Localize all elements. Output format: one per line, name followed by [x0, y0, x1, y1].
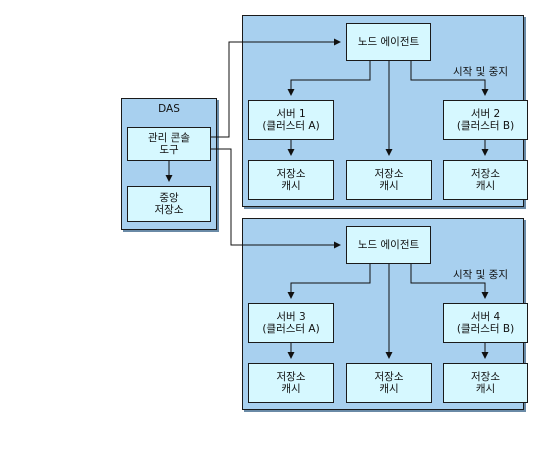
repository-cache-box-1b: 저장소 캐시 — [346, 160, 432, 200]
server-3-cluster: (클러스터 A) — [262, 323, 320, 335]
node-agent-box-2: 노드 에이전트 — [346, 226, 431, 264]
central-repository-line2: 저장소 — [154, 204, 184, 216]
server-3-name: 서버 3 — [276, 311, 306, 323]
server-1-cluster: (클러스터 A) — [262, 120, 320, 132]
arrow-agent2-to-server3 — [287, 264, 371, 299]
central-repository-box: 중앙 저장소 — [127, 186, 211, 222]
arrow-console-to-node-agent-2 — [211, 148, 341, 249]
cache-line1: 저장소 — [471, 168, 500, 180]
repository-cache-box-1a: 저장소 캐시 — [248, 160, 334, 200]
admin-console-line1: 관리 콘솔 — [148, 132, 190, 144]
server-box-4: 서버 4 (클러스터 B) — [443, 303, 528, 343]
server-2-name: 서버 2 — [470, 108, 501, 120]
server-4-cluster: (클러스터 B) — [456, 323, 515, 335]
repository-cache-box-2a: 저장소 캐시 — [248, 363, 334, 403]
server-1-name: 서버 1 — [276, 108, 306, 120]
cache-line2: 캐시 — [475, 180, 496, 192]
cache-line2: 캐시 — [379, 383, 399, 395]
node-agent-label-2: 노드 에이전트 — [357, 239, 420, 251]
arrow-agent1-to-server2 — [410, 61, 489, 96]
server-box-3: 서버 3 (클러스터 A) — [248, 303, 334, 343]
repository-cache-box-2c: 저장소 캐시 — [443, 363, 528, 403]
start-stop-label-2: 시작 및 중지 — [453, 269, 508, 281]
cache-line1: 저장소 — [276, 168, 306, 180]
cache-line1: 저장소 — [374, 371, 404, 383]
arrow-console-to-node-agent-1 — [211, 38, 341, 138]
node-agent-label-1: 노드 에이전트 — [357, 36, 420, 48]
cache-line2: 캐시 — [379, 180, 399, 192]
server-box-1: 서버 1 (클러스터 A) — [248, 100, 334, 140]
admin-console-box: 관리 콘솔 도구 — [127, 127, 211, 161]
repository-cache-box-1c: 저장소 캐시 — [443, 160, 528, 200]
cache-line1: 저장소 — [471, 371, 500, 383]
cache-line2: 캐시 — [475, 383, 496, 395]
repository-cache-box-2b: 저장소 캐시 — [346, 363, 432, 403]
das-title: DAS — [158, 103, 180, 115]
arrow-agent2-to-server4 — [410, 264, 489, 299]
central-repository-line1: 중앙 — [159, 192, 179, 204]
arrow-agent1-to-server1 — [287, 61, 371, 96]
cache-line2: 캐시 — [281, 180, 301, 192]
node-agent-box-1: 노드 에이전트 — [346, 23, 431, 61]
server-4-name: 서버 4 — [470, 311, 501, 323]
admin-console-line2: 도구 — [159, 144, 179, 156]
cache-line1: 저장소 — [374, 168, 404, 180]
start-stop-label-1: 시작 및 중지 — [453, 66, 508, 78]
server-box-2: 서버 2 (클러스터 B) — [443, 100, 528, 140]
cache-line2: 캐시 — [281, 383, 301, 395]
cache-line1: 저장소 — [276, 371, 306, 383]
server-2-cluster: (클러스터 B) — [456, 120, 515, 132]
